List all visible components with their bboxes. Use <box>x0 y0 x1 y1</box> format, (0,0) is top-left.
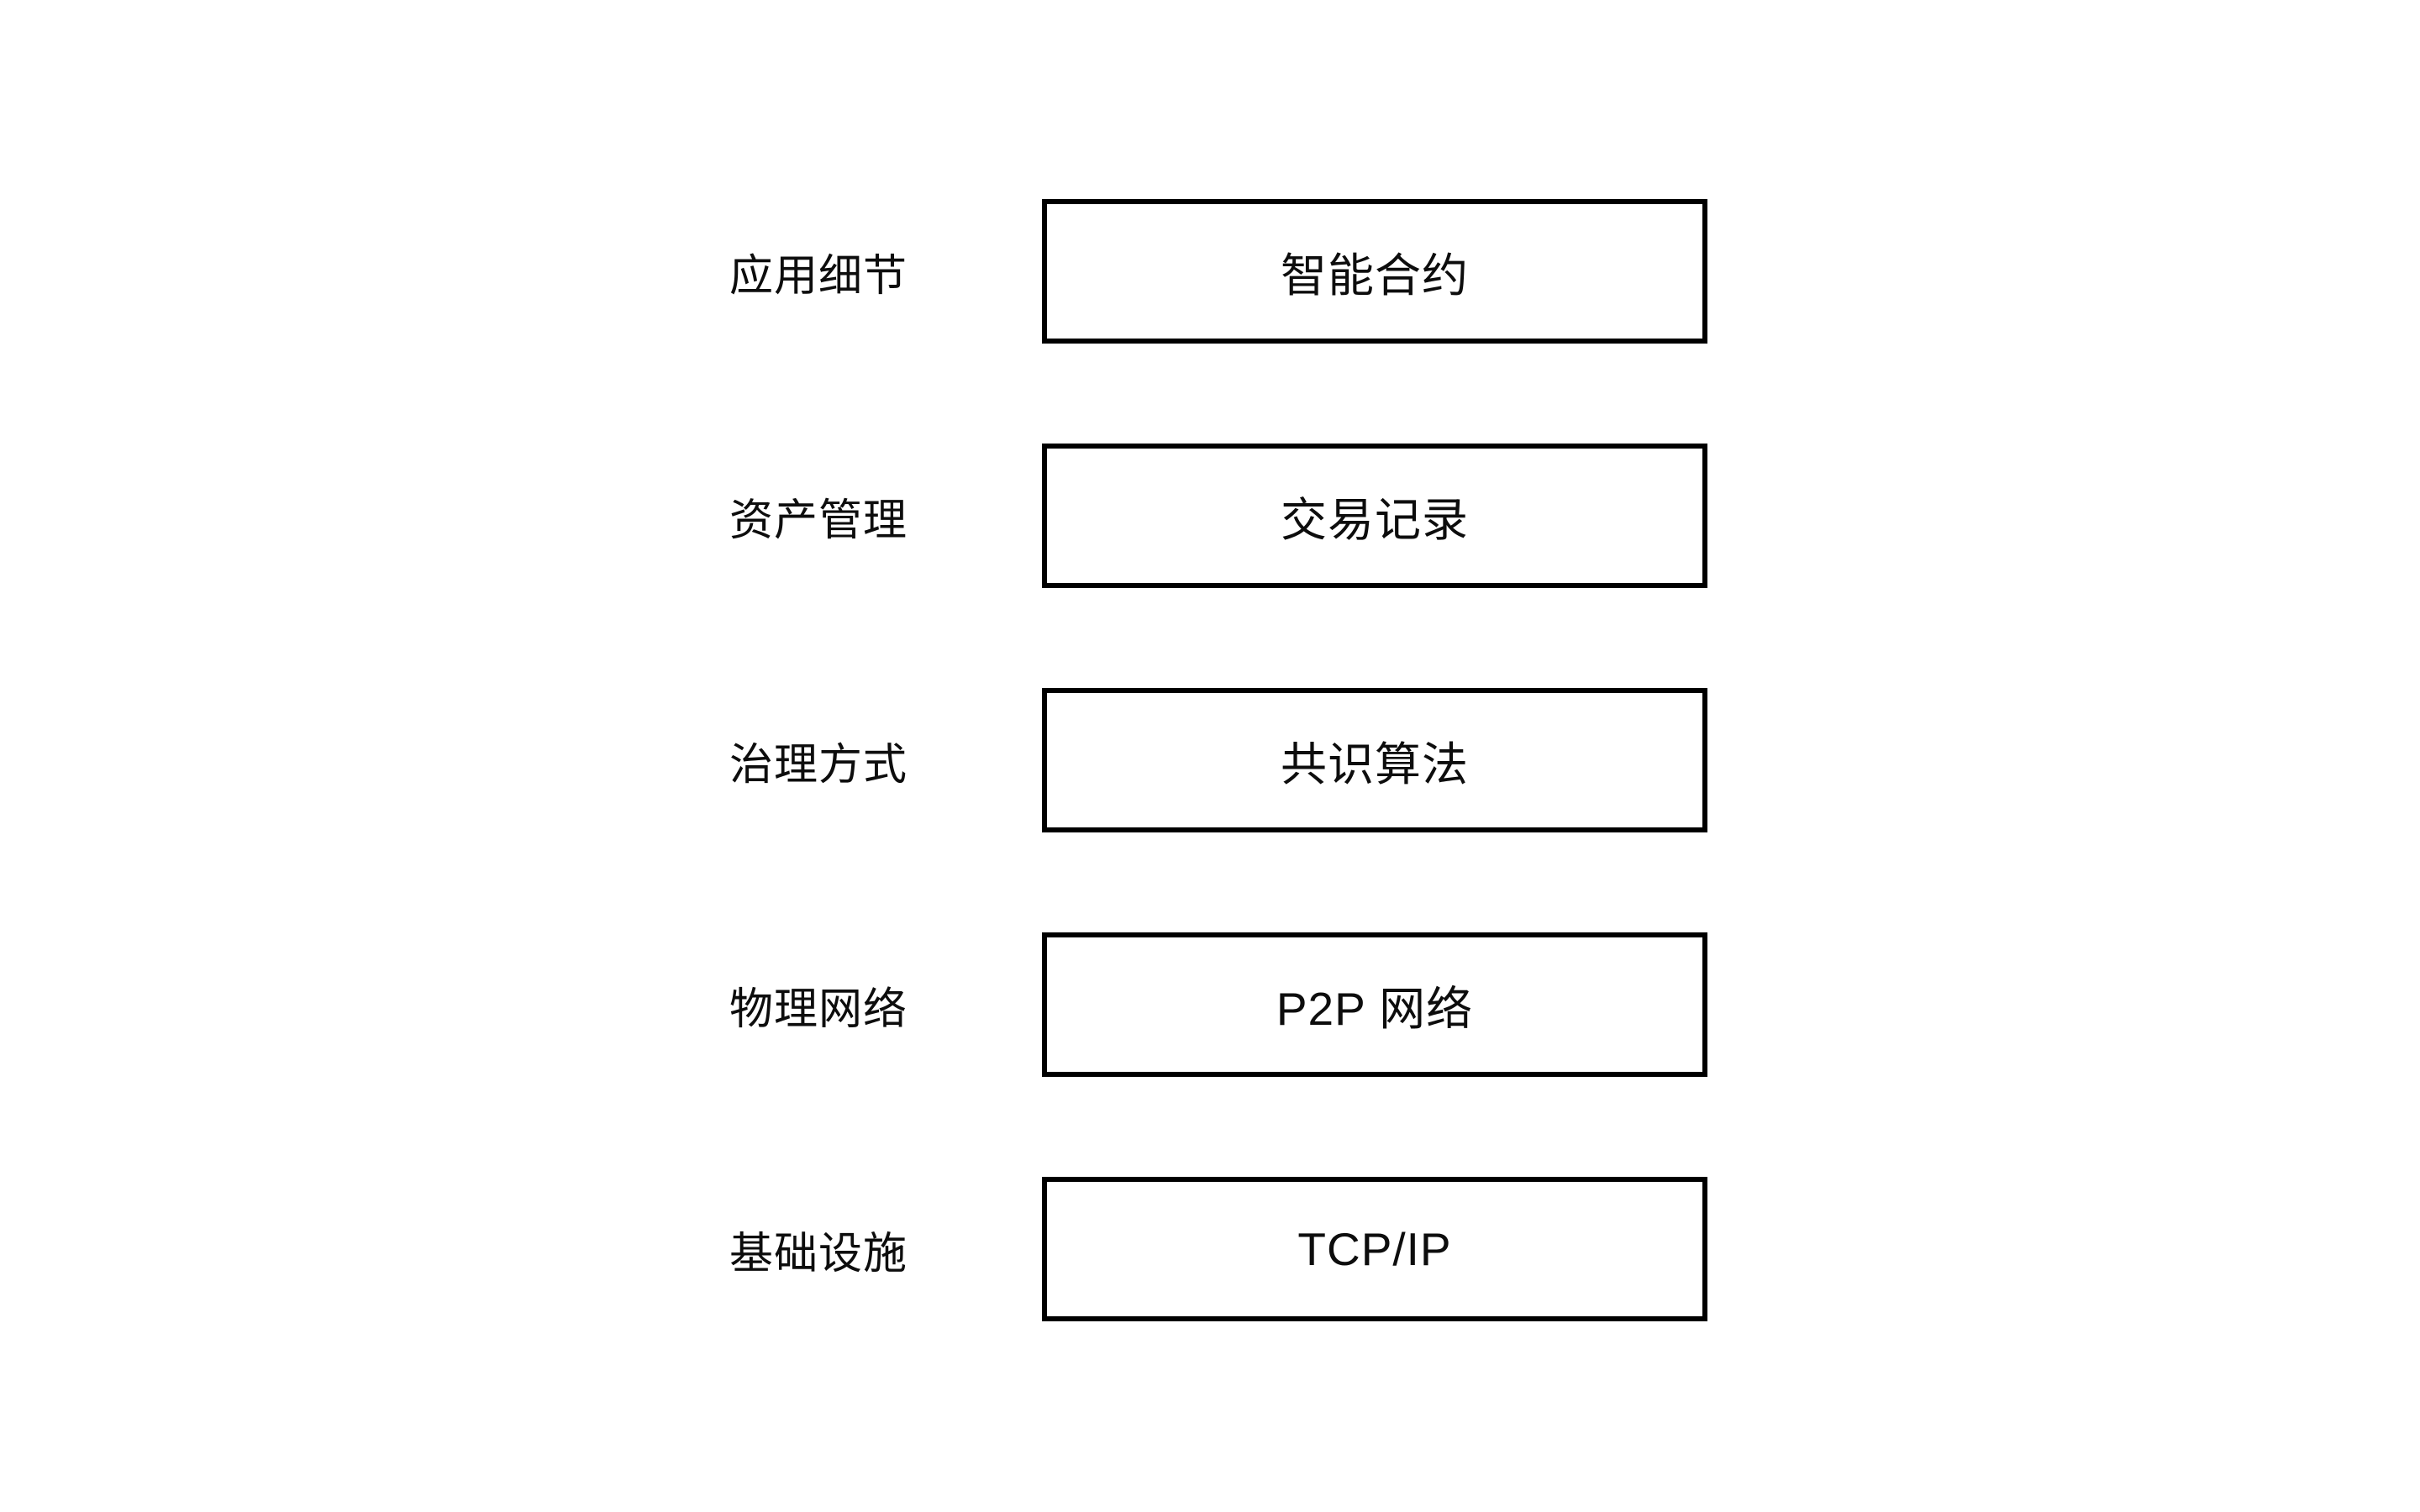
layer-box-label-transaction-record: 交易记录 <box>1280 494 1469 546</box>
layer-box-label-tcpip: TCP/IP <box>1297 1223 1452 1275</box>
layer-label-governance: 治理方式 <box>729 740 908 790</box>
layered-architecture-diagram: 应用细节 智能合约 资产管理 交易记录 治理方式 共识算法 物理网络 P2P 网… <box>729 199 1707 1321</box>
layer-row-application: 应用细节 智能合约 <box>729 199 1707 344</box>
layer-box-label-smart-contract: 智能合约 <box>1280 249 1469 302</box>
layer-box-label-consensus-algorithm: 共识算法 <box>1280 738 1469 790</box>
layer-box-transaction-record: 交易记录 <box>1042 444 1707 588</box>
layer-row-asset-management: 资产管理 交易记录 <box>729 444 1707 588</box>
layer-row-governance: 治理方式 共识算法 <box>729 688 1707 832</box>
layer-row-physical-network: 物理网络 P2P 网络 <box>729 932 1707 1077</box>
layer-box-tcpip: TCP/IP <box>1042 1177 1707 1321</box>
layer-box-label-p2p-network: P2P 网络 <box>1276 983 1474 1035</box>
layer-box-p2p-network: P2P 网络 <box>1042 932 1707 1077</box>
layer-box-consensus-algorithm: 共识算法 <box>1042 688 1707 832</box>
layer-label-physical-network: 物理网络 <box>729 984 908 1034</box>
layer-label-asset-management: 资产管理 <box>729 496 908 545</box>
layer-label-application: 应用细节 <box>729 251 908 301</box>
layer-box-smart-contract: 智能合约 <box>1042 199 1707 344</box>
layer-row-infrastructure: 基础设施 TCP/IP <box>729 1177 1707 1321</box>
layer-label-infrastructure: 基础设施 <box>729 1229 908 1278</box>
